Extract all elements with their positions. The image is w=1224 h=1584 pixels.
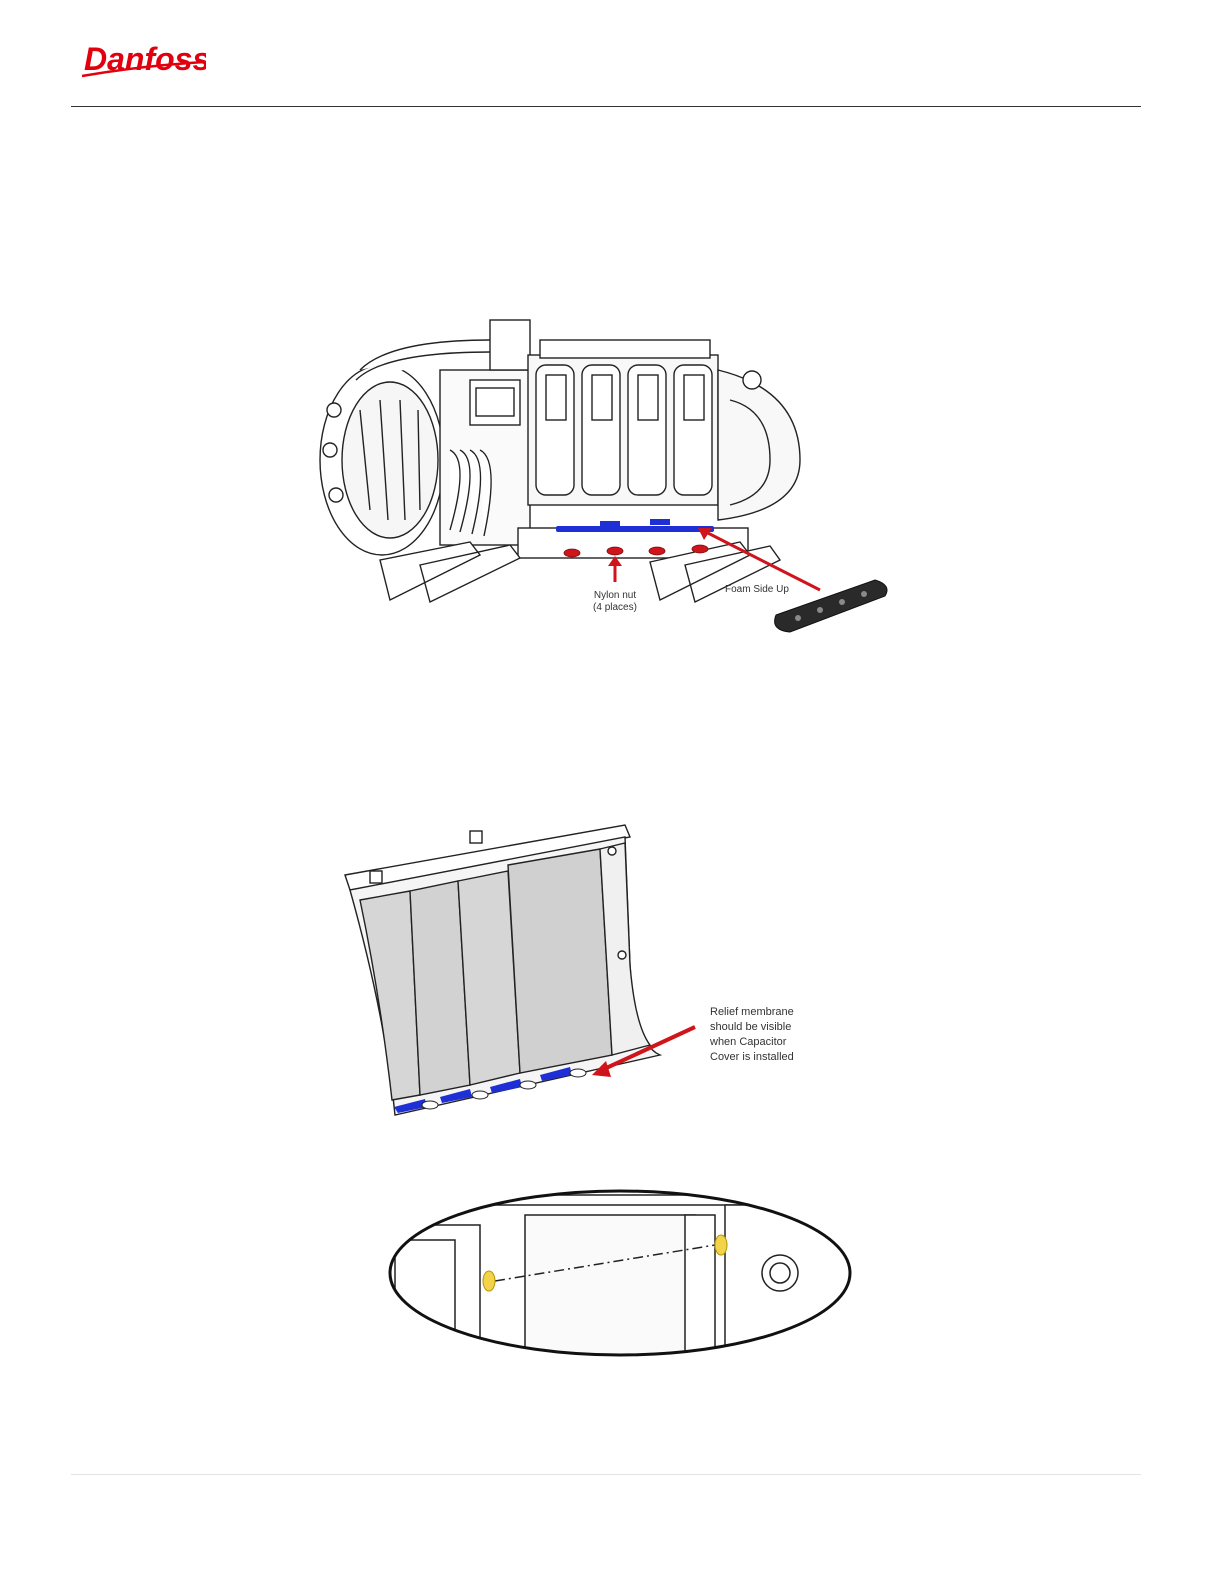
danfoss-logo: Danfoss xyxy=(80,36,206,82)
foam-gasket xyxy=(775,580,887,632)
footer-divider xyxy=(71,1474,1141,1475)
relief-label-line4: Cover is installed xyxy=(710,1051,794,1063)
foam-label: Foam Side Up xyxy=(725,584,789,595)
relief-label-line1: Relief membrane xyxy=(710,1006,794,1018)
relief-membrane-strip xyxy=(556,519,714,532)
nylon-nut-arrow xyxy=(608,556,622,582)
detail-oval-figure xyxy=(385,1185,855,1360)
capacitor-cover-figure: Relief membrane should be visible when C… xyxy=(330,815,870,1130)
relief-label-line3: when Capacitor xyxy=(709,1036,787,1048)
nylon-nut-label: Nylon nut xyxy=(594,590,636,601)
compressor-figure: Nylon nut (4 places) Foam Side Up xyxy=(300,300,900,640)
header-divider xyxy=(71,106,1141,107)
nylon-nut-sublabel: (4 places) xyxy=(593,602,637,613)
relief-label-line2: should be visible xyxy=(710,1021,791,1033)
